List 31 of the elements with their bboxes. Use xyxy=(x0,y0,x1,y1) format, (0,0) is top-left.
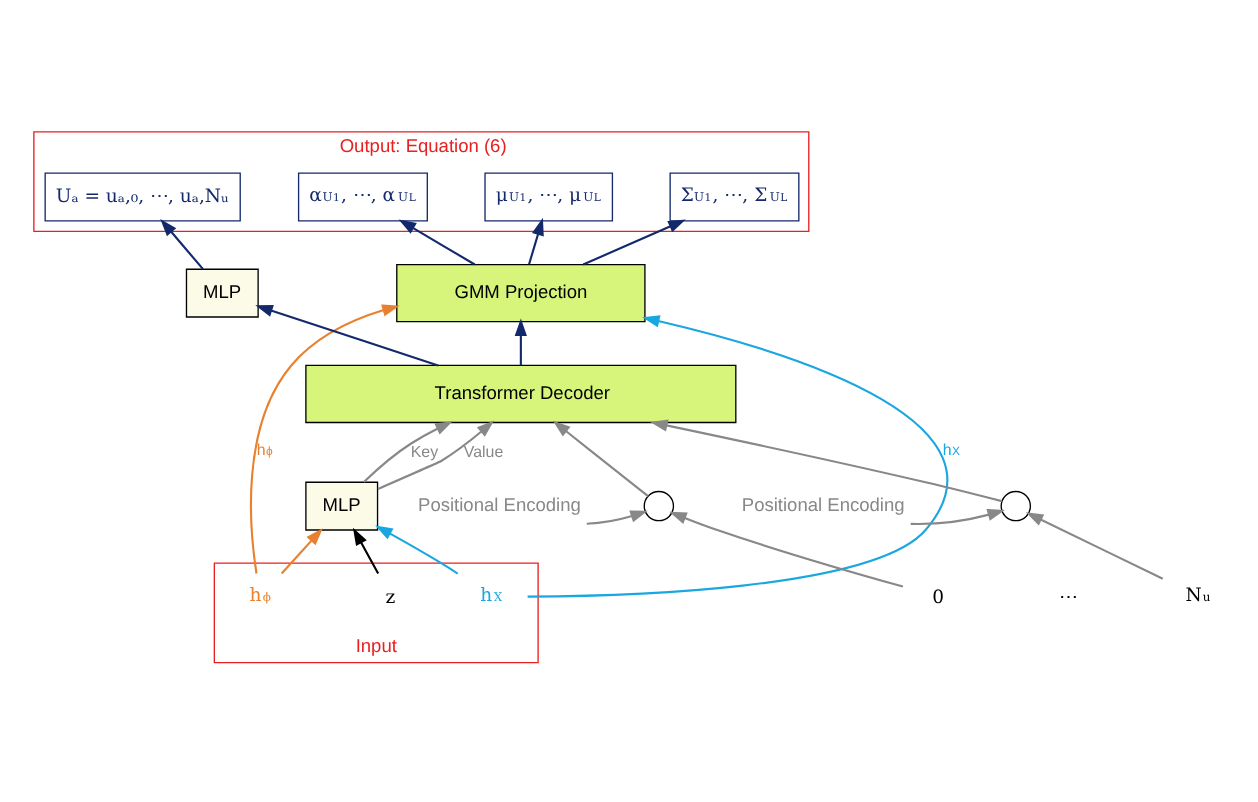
node-circle xyxy=(643,490,675,522)
node-box: MLP xyxy=(305,481,379,531)
arrow xyxy=(650,419,1003,503)
arrow xyxy=(910,509,1005,526)
node-text: Positional Encoding xyxy=(418,495,581,516)
arrow xyxy=(280,528,323,575)
arrow xyxy=(363,421,453,483)
arrow xyxy=(552,420,649,498)
arrow xyxy=(377,420,495,490)
arrow xyxy=(160,218,204,270)
node-text: z xyxy=(385,586,396,609)
arrow xyxy=(669,511,904,588)
node-box: MLP xyxy=(185,268,259,318)
arrow xyxy=(586,510,648,525)
arrow xyxy=(250,304,400,574)
arrow xyxy=(255,305,439,367)
node-text: 0 xyxy=(932,586,945,609)
arrow xyxy=(1025,512,1164,580)
node-circle xyxy=(1000,490,1032,522)
arrow xyxy=(528,217,544,265)
arrow xyxy=(398,219,476,266)
node-box: GMM Projection xyxy=(396,263,646,323)
arrow xyxy=(514,318,527,366)
node-box: Uₐ = uₐ,₀, ⋯, uₐ,Nᵤ xyxy=(44,172,241,222)
label: ⋯ xyxy=(1058,586,1077,607)
node-box: Transformer Decoder xyxy=(305,364,737,424)
arrow xyxy=(527,315,948,598)
arrow xyxy=(582,219,686,266)
node-text: Positional Encoding xyxy=(741,495,905,516)
arrow xyxy=(375,525,459,575)
arrow xyxy=(352,527,380,574)
